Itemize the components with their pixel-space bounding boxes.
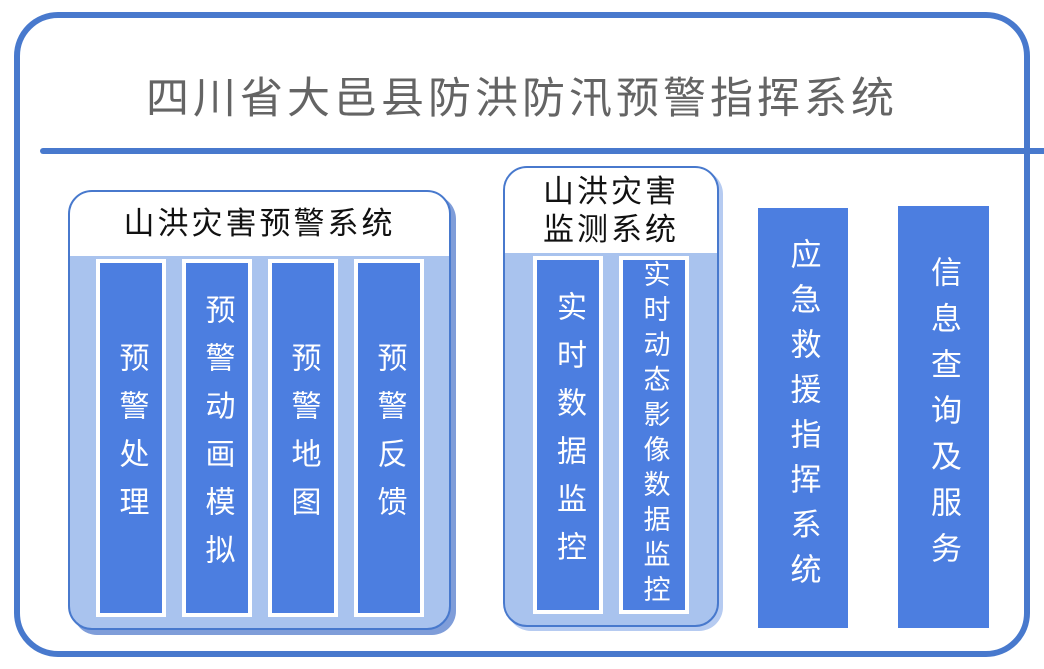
bar-label: 预警动画模拟 — [200, 294, 234, 582]
group-flood-warning-body: 预警处理 预警动画模拟 预警地图 预警反馈 — [70, 256, 449, 628]
group-flood-warning-title: 山洪灾害预警系统 — [70, 192, 449, 256]
outer-frame: 四川省大邑县防洪防汛预警指挥系统 山洪灾害预警系统 预警处理 预警动画模拟 预警… — [14, 12, 1044, 657]
group-title-text: 山洪灾害监测系统 — [543, 173, 679, 247]
bar-realtime-video-data-monitoring: 实时动态影像数据监控 — [619, 256, 689, 614]
group-flood-warning-system: 山洪灾害预警系统 预警处理 预警动画模拟 预警地图 预警反馈 — [68, 190, 451, 630]
bar-label: 信息查询及服务 — [926, 256, 961, 578]
bar-label: 预警地图 — [286, 342, 320, 534]
bar-warning-feedback: 预警反馈 — [353, 259, 424, 617]
bar-label: 预警反馈 — [372, 342, 406, 534]
page-title: 四川省大邑县防洪防汛预警指挥系统 — [146, 75, 898, 123]
bar-label: 实时数据监控 — [552, 291, 585, 579]
bar-realtime-data-monitoring: 实时数据监控 — [533, 256, 603, 614]
group-flood-monitoring-title: 山洪灾害监测系统 — [505, 168, 717, 253]
bar-warning-animation-simulation: 预警动画模拟 — [181, 259, 252, 617]
bar-warning-processing: 预警处理 — [95, 259, 166, 617]
group-flood-monitoring-body: 实时数据监控 实时动态影像数据监控 — [505, 253, 717, 625]
bar-emergency-rescue-command-system: 应急救援指挥系统 — [758, 208, 848, 628]
bar-label: 应急救援指挥系统 — [785, 238, 821, 598]
group-title-text: 山洪灾害预警系统 — [123, 206, 396, 241]
bar-information-query-service: 信息查询及服务 — [898, 206, 989, 628]
bar-label: 实时动态影像数据监控 — [639, 260, 670, 610]
title-divider — [40, 148, 1044, 154]
bar-label: 预警处理 — [114, 342, 148, 534]
group-flood-monitoring-system: 山洪灾害监测系统 实时数据监控 实时动态影像数据监控 — [503, 166, 719, 627]
bar-warning-map: 预警地图 — [267, 259, 338, 617]
